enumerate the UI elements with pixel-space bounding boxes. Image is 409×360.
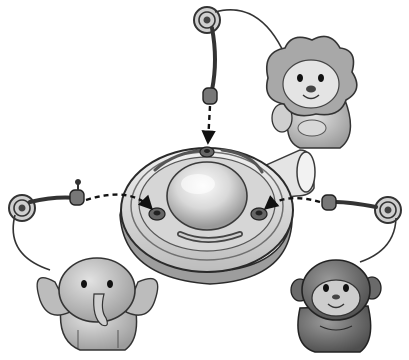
arm-top (193, 6, 358, 149)
arm-left (8, 179, 159, 351)
arm-left-peg (69, 189, 85, 206)
top-socket (199, 146, 215, 158)
dome (166, 161, 248, 231)
arm-top-peg (202, 87, 218, 105)
right-socket (250, 207, 268, 221)
lion-toy (265, 35, 358, 149)
monkey-toy (290, 259, 382, 353)
arm-right (290, 194, 402, 353)
arrow-right (263, 195, 321, 210)
arm-right-peg (321, 194, 337, 211)
left-socket (148, 207, 166, 221)
spiral-icon (193, 6, 221, 34)
spiral-icon (8, 194, 36, 222)
base-unit (119, 146, 316, 285)
elephant-toy (36, 257, 159, 351)
arrow-top (201, 105, 216, 145)
assembly-arrows (85, 105, 321, 211)
arrow-left (85, 193, 153, 211)
spiral-icon (374, 196, 402, 224)
